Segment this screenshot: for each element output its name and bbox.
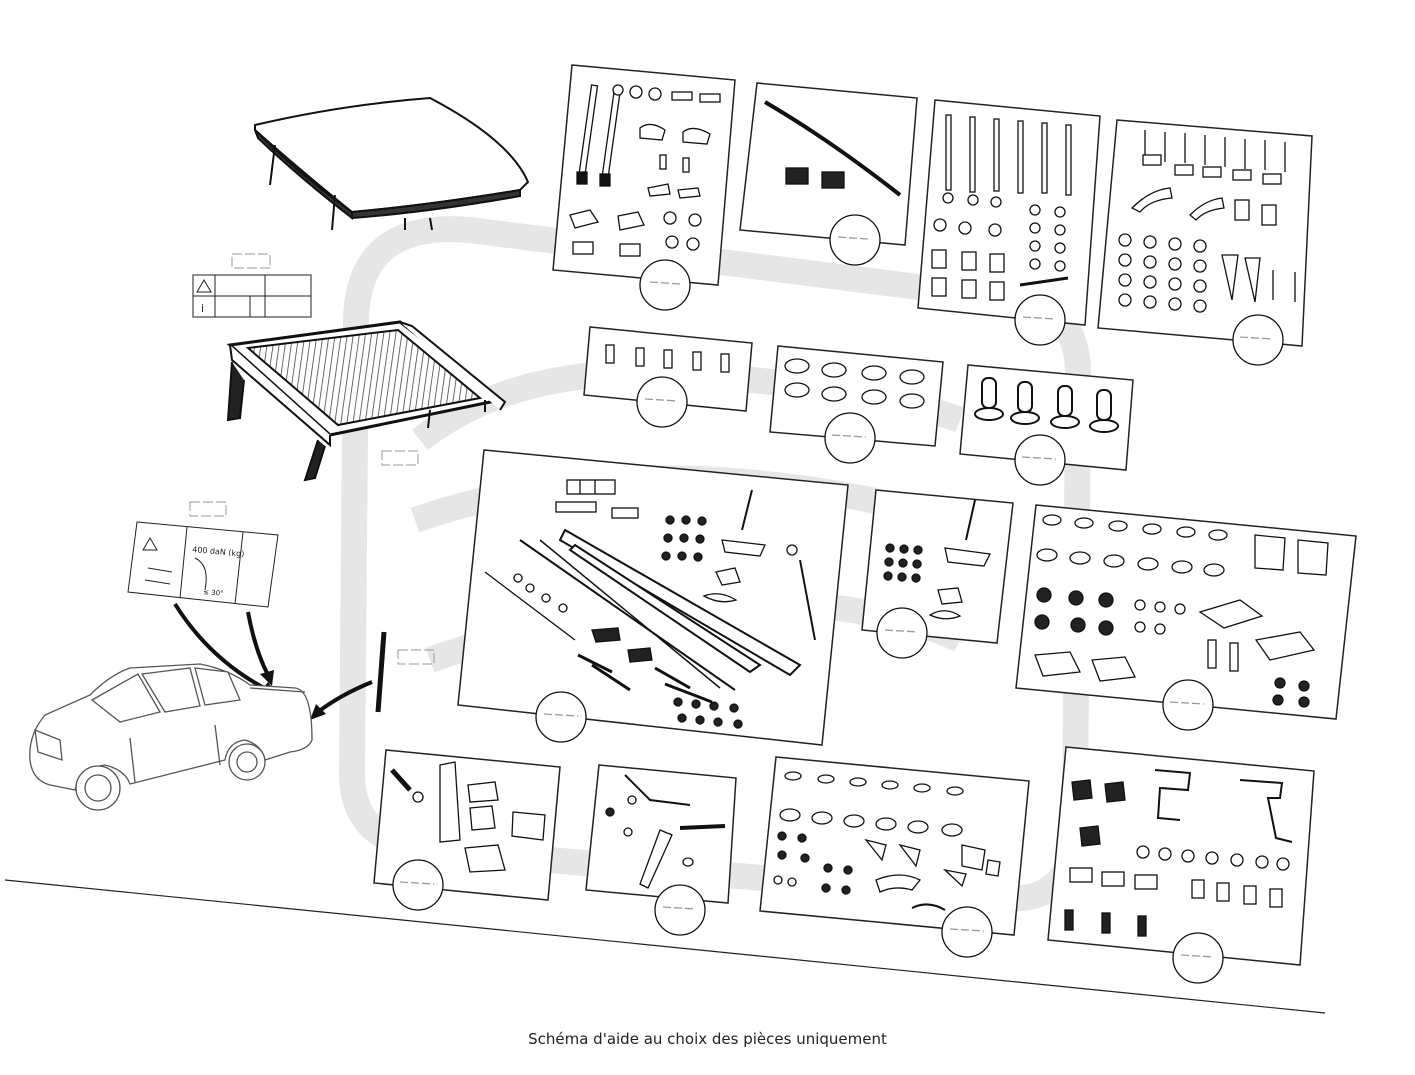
warning-sticker-large: 400 daN (kg) ≤ 30° (127, 521, 279, 608)
pointer-arrows (173, 602, 373, 714)
info-icon: i (201, 302, 204, 315)
hard-lid-cover[interactable] (254, 96, 530, 231)
warning-sticker-small: i (192, 274, 312, 318)
warning-triangle-icon (196, 279, 212, 293)
label-placeholder (381, 450, 419, 466)
parts-panel-1[interactable] (552, 64, 736, 286)
ground-line (4, 879, 1326, 1014)
parts-panel-9[interactable] (861, 489, 1014, 644)
label-placeholder (189, 501, 227, 517)
roller-cover[interactable] (226, 320, 507, 482)
seal-strip[interactable] (375, 631, 435, 713)
parts-panel-6[interactable] (769, 345, 944, 447)
label-placeholder (231, 253, 271, 269)
angle-label: ≤ 30° (203, 588, 224, 598)
parts-panel-4[interactable] (1097, 119, 1313, 347)
parts-panel-7[interactable] (959, 364, 1134, 471)
parts-panel-2[interactable] (739, 82, 918, 246)
pickup-truck (29, 663, 313, 811)
parts-panel-5[interactable] (583, 326, 753, 412)
diagram-caption: Schéma d'aide au choix des pièces unique… (528, 1030, 887, 1048)
